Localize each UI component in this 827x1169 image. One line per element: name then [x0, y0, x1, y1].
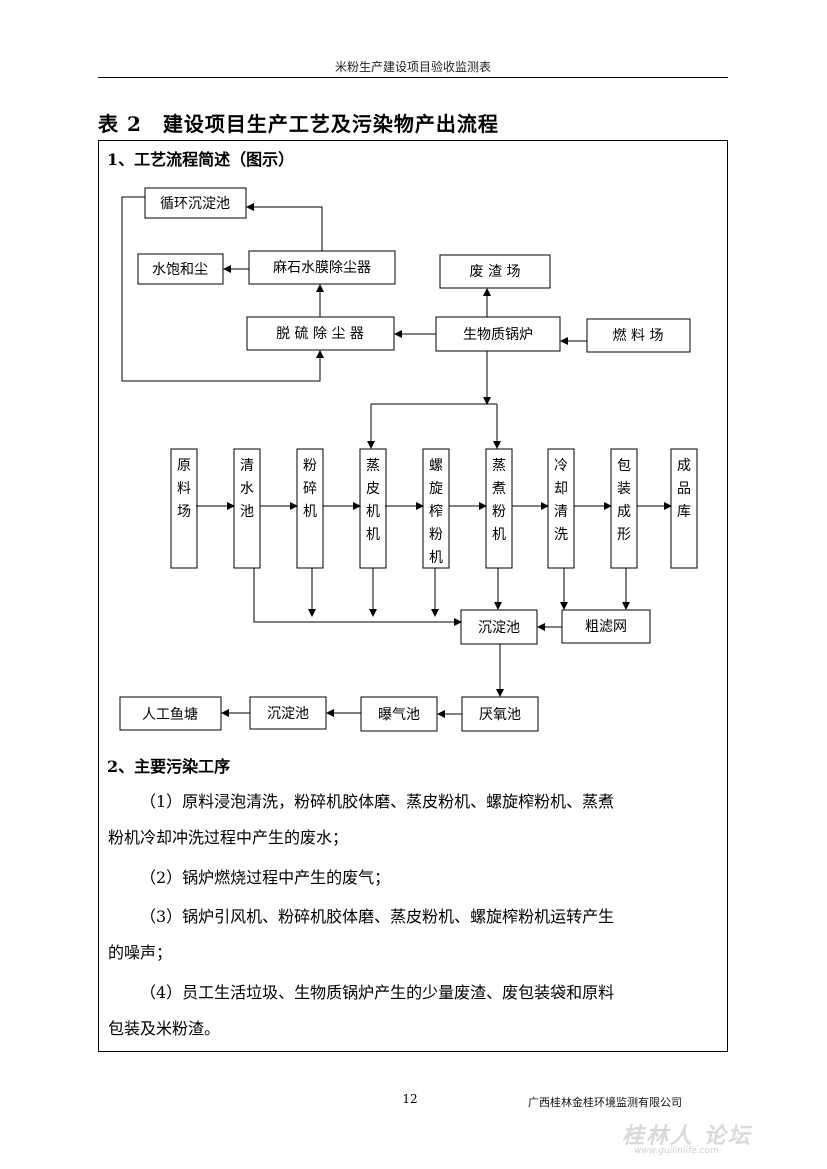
- step-label-char: 榨: [429, 503, 443, 520]
- pollution-item-2-line1: （2）锅炉燃烧过程中产生的废气；: [140, 868, 391, 887]
- pollution-item-3-line1: （3）锅炉引风机、粉碎机胶体磨、蒸皮粉机、螺旋榨粉机运转产生: [140, 907, 615, 926]
- step-label-char: 洗: [554, 527, 568, 543]
- box-shui-bao: 水饱和尘: [137, 253, 224, 285]
- label-yan-yang: 厌氧池: [479, 707, 521, 723]
- header-rule: [98, 77, 728, 78]
- content-frame: [98, 140, 728, 1052]
- pollution-item-1: （1）原料浸泡清洗，粉碎机胶体磨、蒸皮粉机、螺旋榨粉机、蒸煮 粉机冷却冲洗过程中…: [108, 784, 720, 856]
- label-fei-zha: 废 渣 场: [470, 264, 521, 280]
- step-label-char: 煮: [492, 481, 506, 497]
- step-label-char: 粉: [492, 504, 506, 520]
- step-label-char: 清: [240, 458, 254, 474]
- step-label-char: 蒸: [492, 458, 506, 474]
- footer-company: 广西桂林金桂环境监测有限公司: [528, 1096, 682, 1109]
- box-fei-zha: 废 渣 场: [439, 254, 551, 289]
- step-box-frame: [170, 448, 198, 569]
- label-xun-huan: 循环沉淀池: [160, 196, 230, 212]
- section-title-pollution: 2、主要污染工序: [107, 757, 231, 776]
- step-label-char: 碎: [303, 481, 317, 497]
- step-box-5: 螺旋榨粉机: [422, 448, 450, 569]
- pollution-item-3-line2: 的噪声；: [108, 943, 173, 962]
- step-label-char: 水: [240, 481, 254, 497]
- step-label-char: 机: [366, 527, 380, 543]
- table-title: 表 2 建设项目生产工艺及污染物产出流程: [98, 112, 499, 136]
- step-label-char: 皮: [366, 481, 380, 497]
- label-cu-lv: 粗滤网: [585, 619, 627, 635]
- step-label-char: 机: [366, 504, 380, 520]
- page-header: 米粉生产建设项目验收监测表: [334, 60, 491, 74]
- box-yu-tang: 人工鱼塘: [119, 696, 222, 731]
- step-label-char: 库: [677, 504, 691, 520]
- step-label-char: 蒸: [366, 458, 380, 474]
- step-label-char: 场: [177, 504, 191, 520]
- box-guo-lu: 生物质锅炉: [435, 316, 561, 352]
- label-tuo-liu: 脱 硫 除 尘 器: [276, 326, 364, 342]
- label-ma-shi: 麻石水膜除尘器: [273, 260, 371, 276]
- step-label-char: 清: [554, 504, 568, 520]
- box-tuo-liu: 脱 硫 除 尘 器: [246, 316, 395, 351]
- step-box-2: 清水池: [233, 448, 261, 569]
- watermark-logo: 桂林人 论坛: [622, 1124, 752, 1149]
- step-label-char: 池: [240, 504, 254, 520]
- arrow-loop-recycle: [121, 196, 324, 382]
- box-ran-liao: 燃 料 场: [586, 318, 691, 353]
- step-label-char: 机: [429, 550, 443, 566]
- step-box-9: 成品库: [670, 448, 698, 569]
- pollution-item-1-line2: 粉机冷却冲洗过程中产生的废水；: [108, 828, 349, 847]
- step-label-char: 品: [677, 481, 691, 497]
- step-label-char: 机: [492, 527, 506, 543]
- flow-connectors: [121, 196, 672, 718]
- step-label-char: 成: [677, 458, 691, 474]
- box-chen-dian-2: 沉淀池: [249, 696, 327, 730]
- step-label-char: 螺: [429, 458, 443, 474]
- step-box-1: 原料场: [170, 448, 198, 569]
- box-ma-shi: 麻石水膜除尘器: [248, 250, 396, 285]
- step-label-char: 形: [617, 527, 631, 543]
- label-chen-dian-1: 沉淀池: [478, 620, 520, 636]
- step-label-char: 包: [617, 458, 631, 474]
- step-label-char: 旋: [429, 481, 443, 497]
- step-label-char: 机: [303, 504, 317, 520]
- label-shui-bao: 水饱和尘: [152, 262, 208, 278]
- box-chen-dian-1: 沉淀池: [460, 609, 538, 645]
- watermark-url: www.guilinlife.com: [634, 1146, 719, 1156]
- box-yan-yang: 厌氧池: [461, 696, 539, 732]
- step-label-char: 粉: [303, 458, 317, 474]
- pollution-item-4-line1: （4）员工生活垃圾、生物质锅炉产生的少量废渣、废包装袋和原料: [140, 983, 615, 1002]
- box-xun-huan: 循环沉淀池: [144, 187, 247, 219]
- step-label-char: 料: [177, 481, 191, 497]
- box-cu-lv: 粗滤网: [561, 609, 651, 644]
- step-label-char: 原: [177, 458, 191, 474]
- page-number: 12: [402, 1092, 418, 1106]
- pollution-item-4: （4）员工生活垃圾、生物质锅炉产生的少量废渣、废包装袋和原料 包装及米粉渣。: [108, 975, 720, 1047]
- arrow-mashi-to-xunhuan: [246, 203, 323, 251]
- step-label-char: 冷: [554, 458, 568, 474]
- step-label-char: 却: [554, 481, 568, 497]
- step-label-char: 粉: [429, 527, 443, 543]
- label-ran-liao: 燃 料 场: [613, 327, 664, 344]
- step-box-3: 粉碎机: [296, 448, 324, 569]
- pollution-item-3: （3）锅炉引风机、粉碎机胶体磨、蒸皮粉机、螺旋榨粉机运转产生 的噪声；: [108, 899, 720, 971]
- pollution-item-1-line1: （1）原料浸泡清洗，粉碎机胶体磨、蒸皮粉机、螺旋榨粉机、蒸煮: [140, 792, 615, 811]
- pollution-item-4-line2: 包装及米粉渣。: [108, 1019, 221, 1038]
- label-yu-tang: 人工鱼塘: [142, 706, 198, 723]
- line-qingshui-waste: [253, 568, 462, 626]
- label-pu-qi: 曝气池: [378, 707, 420, 723]
- box-pu-qi: 曝气池: [360, 696, 438, 732]
- section-title-process: 1、工艺流程简述（图示）: [107, 150, 295, 169]
- step-label-char: 装: [617, 481, 631, 497]
- step-label-char: 成: [617, 504, 631, 520]
- label-chen-dian-2: 沉淀池: [267, 706, 309, 722]
- label-guo-lu: 生物质锅炉: [463, 327, 533, 343]
- pollution-item-2: （2）锅炉燃烧过程中产生的废气；: [108, 860, 720, 896]
